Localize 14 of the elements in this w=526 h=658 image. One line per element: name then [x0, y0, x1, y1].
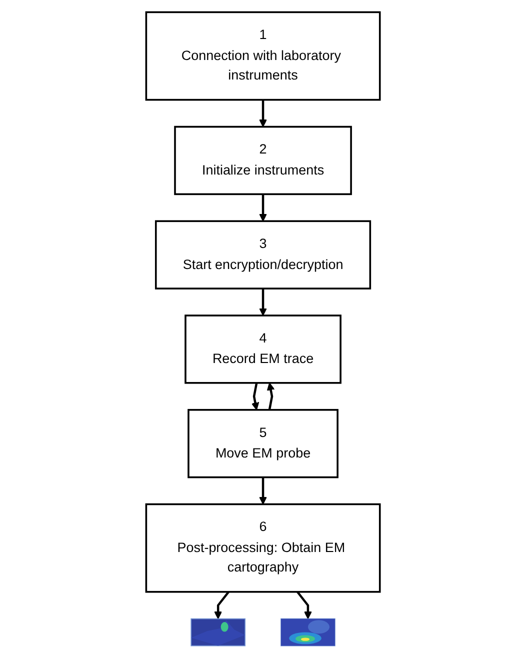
node-box: 3 Start encryption/decryption	[154, 220, 372, 290]
arrow	[296, 591, 312, 620]
arrow	[259, 288, 267, 316]
arrow	[214, 591, 230, 620]
arrow	[259, 100, 267, 128]
arrow	[266, 382, 275, 410]
arrow	[259, 477, 267, 505]
node-box: 1 Connection with laboratory instruments	[145, 11, 381, 101]
node-box: 6 Post-processing: Obtain EM cartography	[145, 503, 381, 593]
arrow	[259, 194, 267, 222]
node-box: 2 Initialize instruments	[174, 126, 352, 196]
node-box: 4 Record EM trace	[184, 314, 342, 384]
node-box: 5 Move EM probe	[188, 408, 338, 478]
arrow	[251, 382, 260, 410]
